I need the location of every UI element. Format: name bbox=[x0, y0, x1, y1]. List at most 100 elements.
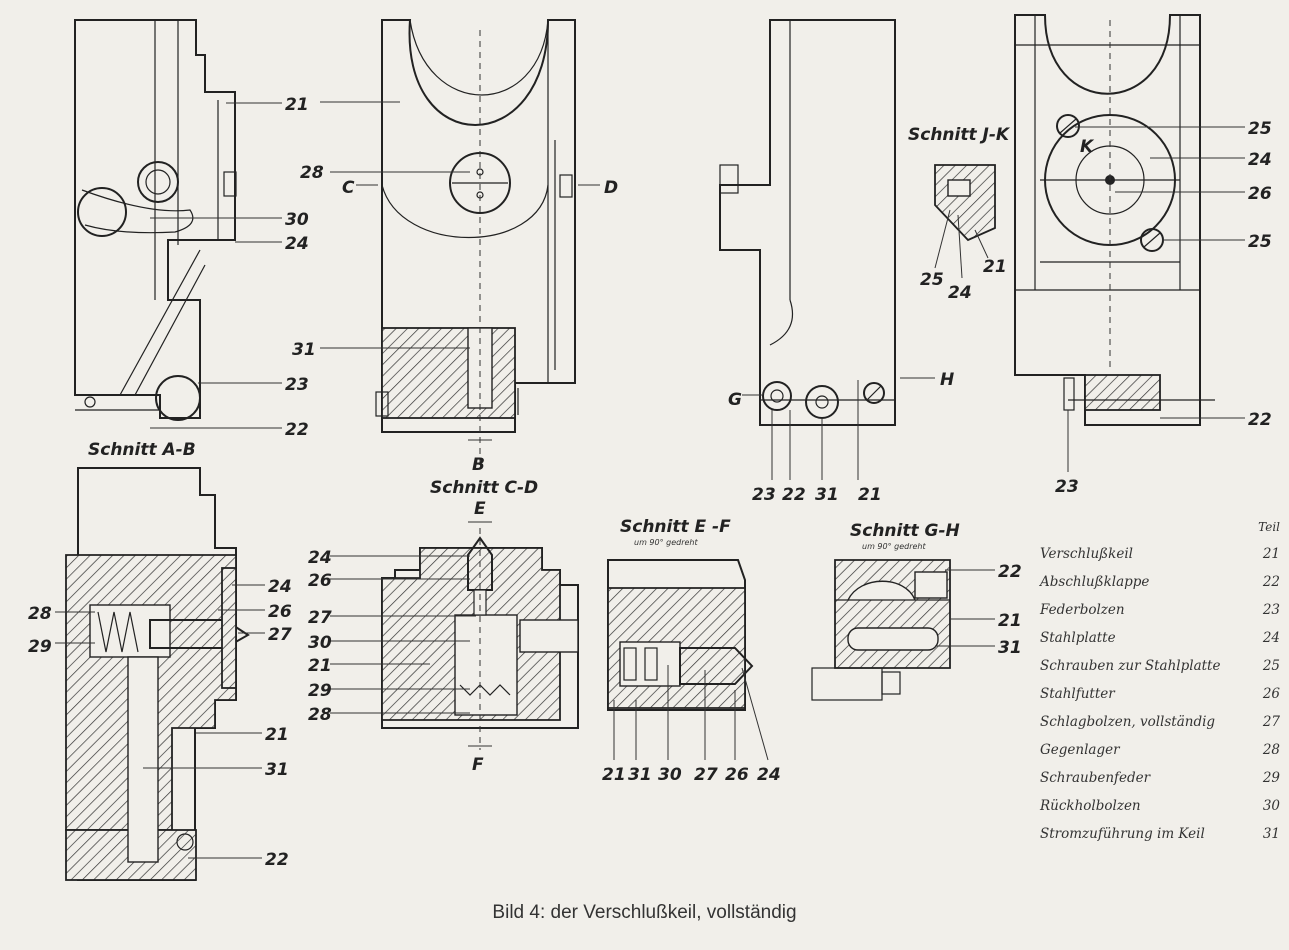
label-31: 31 bbox=[998, 638, 1022, 658]
part-name: Stromzuführung im Keil bbox=[1040, 826, 1205, 842]
part-number: 24 bbox=[1262, 630, 1280, 646]
side-view-right-labels: G H 23 22 31 21 bbox=[728, 370, 954, 505]
label-24: 24 bbox=[285, 234, 309, 254]
side-view-right bbox=[719, 19, 896, 426]
label-26: 26 bbox=[725, 765, 749, 785]
cut-letter-d: D bbox=[604, 178, 618, 198]
label-27: 27 bbox=[268, 625, 292, 645]
front-view-center bbox=[375, 19, 576, 470]
parts-table-row: Stahlplatte 24 bbox=[1040, 624, 1280, 652]
label-22: 22 bbox=[265, 850, 289, 870]
label-28: 28 bbox=[300, 163, 324, 183]
rear-front-view-labels: K 25 24 26 25 22 23 bbox=[1055, 119, 1272, 497]
part-name: Gegenlager bbox=[1040, 742, 1120, 758]
label-24: 24 bbox=[948, 283, 972, 303]
part-number: 25 bbox=[1262, 658, 1280, 674]
section-ef-labels: 21 31 30 27 26 24 bbox=[602, 665, 781, 785]
label-22: 22 bbox=[782, 485, 806, 505]
label-22: 22 bbox=[998, 562, 1022, 582]
part-number: 27 bbox=[1262, 714, 1280, 730]
section-gh-note: um 90° gedreht bbox=[862, 542, 926, 551]
label-22: 22 bbox=[1248, 410, 1272, 430]
label-26: 26 bbox=[308, 571, 332, 591]
label-24: 24 bbox=[757, 765, 781, 785]
label-29: 29 bbox=[28, 637, 52, 657]
part-number: 30 bbox=[1262, 798, 1280, 814]
label-27: 27 bbox=[694, 765, 718, 785]
side-view-left bbox=[74, 19, 237, 421]
part-number: 29 bbox=[1262, 770, 1280, 786]
part-number: 23 bbox=[1262, 602, 1280, 618]
label-21: 21 bbox=[285, 95, 309, 115]
label-25: 25 bbox=[1248, 232, 1272, 252]
side-view-left-labels: 21 30 24 23 22 bbox=[150, 95, 309, 440]
label-21: 21 bbox=[265, 725, 289, 745]
label-29: 29 bbox=[308, 681, 332, 701]
label-28: 28 bbox=[308, 705, 332, 725]
label-23: 23 bbox=[752, 485, 776, 505]
part-name: Rückholbolzen bbox=[1040, 798, 1141, 814]
section-cd: Schnitt C-D E F bbox=[381, 478, 579, 775]
cut-letter-h: H bbox=[940, 370, 954, 390]
cut-letter-c: C bbox=[342, 178, 355, 198]
label-26: 26 bbox=[268, 602, 292, 622]
part-number: 22 bbox=[1262, 574, 1280, 590]
part-number: 26 bbox=[1262, 686, 1280, 702]
label-31: 31 bbox=[265, 760, 289, 780]
label-21: 21 bbox=[308, 656, 332, 676]
cut-letter-b: B bbox=[472, 455, 485, 475]
label-21: 21 bbox=[602, 765, 626, 785]
part-name: Schlagbolzen, vollständig bbox=[1040, 714, 1216, 730]
section-ef: Schnitt E -F um 90° gedreht bbox=[607, 517, 754, 711]
section-ef-note: um 90° gedreht bbox=[634, 538, 698, 547]
label-24: 24 bbox=[268, 577, 292, 597]
part-name: Federbolzen bbox=[1040, 602, 1125, 618]
part-number: 28 bbox=[1262, 742, 1280, 758]
part-name: Abschlußklappe bbox=[1040, 574, 1150, 590]
section-gh-title: Schnitt G-H bbox=[850, 521, 960, 541]
label-23: 23 bbox=[285, 375, 309, 395]
section-cd-labels: 24 26 27 30 21 29 28 bbox=[308, 548, 476, 725]
parts-table-row: Schraubenfeder 29 bbox=[1040, 764, 1280, 792]
rear-front-view bbox=[1014, 14, 1215, 426]
part-number: 31 bbox=[1262, 826, 1280, 842]
part-number: 21 bbox=[1262, 546, 1280, 562]
cut-letter-e: E bbox=[474, 499, 486, 519]
figure-caption: Bild 4: der Verschlußkeil, vollständig bbox=[492, 902, 797, 923]
label-21: 21 bbox=[998, 611, 1022, 631]
label-31: 31 bbox=[628, 765, 652, 785]
section-ab-title: Schnitt A-B bbox=[88, 440, 196, 460]
label-30: 30 bbox=[658, 765, 682, 785]
section-jk: Schnitt J-K 21 25 24 bbox=[908, 125, 1011, 303]
parts-table-row: Federbolzen 23 bbox=[1040, 596, 1280, 624]
label-31: 31 bbox=[815, 485, 839, 505]
section-ab: Schnitt A-B bbox=[65, 440, 250, 881]
label-25: 25 bbox=[920, 270, 944, 290]
parts-table-row: Stahlfutter 26 bbox=[1040, 680, 1280, 708]
label-31: 31 bbox=[292, 340, 316, 360]
parts-table-row: Schlagbolzen, vollständig 27 bbox=[1040, 708, 1280, 736]
section-ef-title: Schnitt E -F bbox=[620, 517, 731, 537]
section-gh-labels: 22 21 31 bbox=[935, 562, 1022, 658]
label-28: 28 bbox=[28, 604, 52, 624]
label-30: 30 bbox=[285, 210, 309, 230]
label-21: 21 bbox=[983, 257, 1007, 277]
cut-letter-f: F bbox=[472, 755, 484, 775]
cut-letter-g: G bbox=[728, 390, 742, 410]
label-24: 24 bbox=[308, 548, 332, 568]
front-view-center-labels: 28 31 C D B bbox=[292, 101, 618, 475]
parts-table-header: Teil bbox=[1258, 520, 1280, 534]
part-name: Stahlplatte bbox=[1040, 630, 1116, 646]
parts-table-row: Gegenlager 28 bbox=[1040, 736, 1280, 764]
part-name: Stahlfutter bbox=[1040, 686, 1115, 702]
section-ab-labels: 24 26 27 28 29 21 31 22 bbox=[28, 577, 292, 870]
parts-table-row: Abschlußklappe 22 bbox=[1040, 568, 1280, 596]
parts-table-row: Rückholbolzen 30 bbox=[1040, 792, 1280, 820]
label-22: 22 bbox=[285, 420, 309, 440]
label-27: 27 bbox=[308, 608, 332, 628]
part-name: Schraubenfeder bbox=[1040, 770, 1151, 786]
label-24: 24 bbox=[1248, 150, 1272, 170]
